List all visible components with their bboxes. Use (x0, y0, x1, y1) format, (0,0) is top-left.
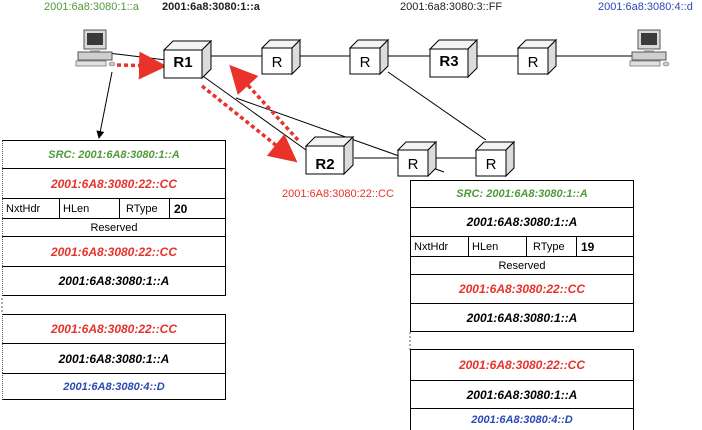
router-top-2-label: R (360, 54, 371, 71)
r3-address-label: 2001:6a8:3080:3::FF (400, 1, 503, 13)
packet2-routing-header: NxtHdr HLen RType 19 (410, 236, 634, 256)
router-lower-2-label: R (486, 156, 497, 173)
packet1-reserved: Reserved (2, 218, 226, 236)
red-arrow-r2-to-r1 (229, 64, 300, 142)
packet2-dst: 2001:6A8:3080:1::A (410, 207, 634, 236)
packet2-src: SRC: 2001:6A8:3080:1::A (410, 180, 634, 207)
link-lines (96, 52, 632, 173)
packet1-rtype: RType (120, 199, 170, 218)
red-path-arrows (116, 51, 300, 163)
packet2-addr2: 2001:6A8:3080:1::A (410, 303, 634, 332)
packet1-dst: 2001:6A8:3080:22::CC (2, 168, 226, 198)
packet2-nxthdr: NxtHdr (411, 237, 469, 256)
router-lower-1-label: R (408, 156, 419, 173)
packet1-src: SRC: 2001:6A8:3080:1::A (2, 140, 226, 168)
packet2-addr1: 2001:6A8:3080:22::CC (410, 274, 634, 303)
packet-2b: 2001:6A8:3080:22::CC 2001:6A8:3080:1::A … (410, 349, 634, 430)
packet2b-addr1: 2001:6A8:3080:22::CC (410, 349, 634, 380)
packet1-routing-header: NxtHdr HLen RType 20 (2, 198, 226, 218)
r2-address-label: 2001:6A8:3080:22::CC (282, 188, 394, 200)
red-arrow-host-to-r1 (116, 51, 167, 80)
packet1-addr2: 2001:6A8:3080:1::A (2, 266, 226, 296)
packet1-rtype-value: 20 (174, 201, 188, 216)
link-r-lower-r-top (387, 71, 487, 141)
router-top-1-label: R (272, 54, 283, 71)
link-host-a-r1 (107, 52, 167, 61)
packet2-rtype-value: 19 (581, 239, 595, 254)
packet2-rtype: RType (527, 237, 577, 256)
packet1-addr1: 2001:6A8:3080:22::CC (2, 236, 226, 266)
packet1b-addr1: 2001:6A8:3080:22::CC (2, 314, 226, 343)
packet1-nxthdr: NxtHdr (3, 199, 60, 218)
host-d-computer-icon (629, 29, 670, 67)
router-r2-label: R2 (315, 156, 334, 173)
link-host-a-packet-arrow (96, 71, 113, 139)
packet-2: SRC: 2001:6A8:3080:1::A 2001:6A8:3080:1:… (410, 180, 634, 332)
packet1b-addr2: 2001:6A8:3080:1::A (2, 343, 226, 373)
r1-address-label: 2001:6a8:3080:1::a (162, 1, 260, 13)
packet2-hlen: HLen (469, 237, 527, 256)
host-a-computer-icon (75, 29, 116, 67)
packet2b-addr2: 2001:6A8:3080:1::A (410, 380, 634, 408)
host-a-address-label: 2001:6a8:3080:1::a (44, 1, 139, 13)
router-top-3-label: R (528, 54, 539, 71)
packet1-hlen: HLen (60, 199, 120, 218)
packet-1: SRC: 2001:6A8:3080:1::A 2001:6A8:3080:22… (2, 140, 226, 296)
packet2b-addr3: 2001:6A8:3080:4::D (410, 408, 634, 430)
packet-1b: 2001:6A8:3080:22::CC 2001:6A8:3080:1::A … (2, 314, 226, 400)
link-r1-r2 (199, 73, 307, 151)
router-r3-label: R3 (439, 53, 458, 70)
host-d-address-label: 2001:6a8:3080:4::d (598, 1, 693, 13)
packet1b-addr3: 2001:6A8:3080:4::D (2, 373, 226, 400)
packet2-reserved: Reserved (410, 256, 634, 274)
router-r1-label: R1 (173, 54, 192, 71)
red-arrow-r1-to-r2 (200, 84, 298, 163)
